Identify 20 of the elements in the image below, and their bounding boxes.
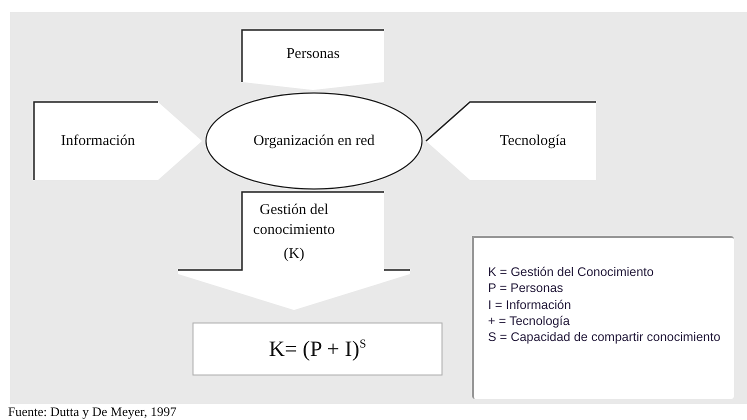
node-label: (K) [284, 245, 304, 264]
arrow-shape [242, 30, 384, 90]
source-caption: Fuente: Dutta y De Meyer, 1997 [8, 404, 176, 420]
node-label: Personas [286, 44, 340, 64]
ellipse-node [205, 92, 423, 190]
key-entry: S = Capacidad de compartir conocimiento [488, 329, 722, 346]
arrow-shape [34, 102, 202, 180]
key-entry: + = Tecnología [488, 312, 571, 329]
formula-box [193, 323, 442, 375]
node-label: Tecnología [500, 132, 566, 151]
node-label: Información [60, 132, 136, 151]
arrow-shape [426, 102, 596, 180]
formula-text: K= (P + I)$^{S}$ [268, 335, 366, 364]
node-label: Organización en red [253, 132, 375, 151]
key-entry: I = Información [488, 296, 572, 313]
key-entry: K = Gestión del Conocimiento [488, 264, 655, 280]
arrow-shape [178, 192, 410, 310]
node-label: Gestión del conocimiento [252, 200, 336, 240]
key-entry: P = Personas [488, 280, 564, 296]
key-box [472, 236, 734, 399]
